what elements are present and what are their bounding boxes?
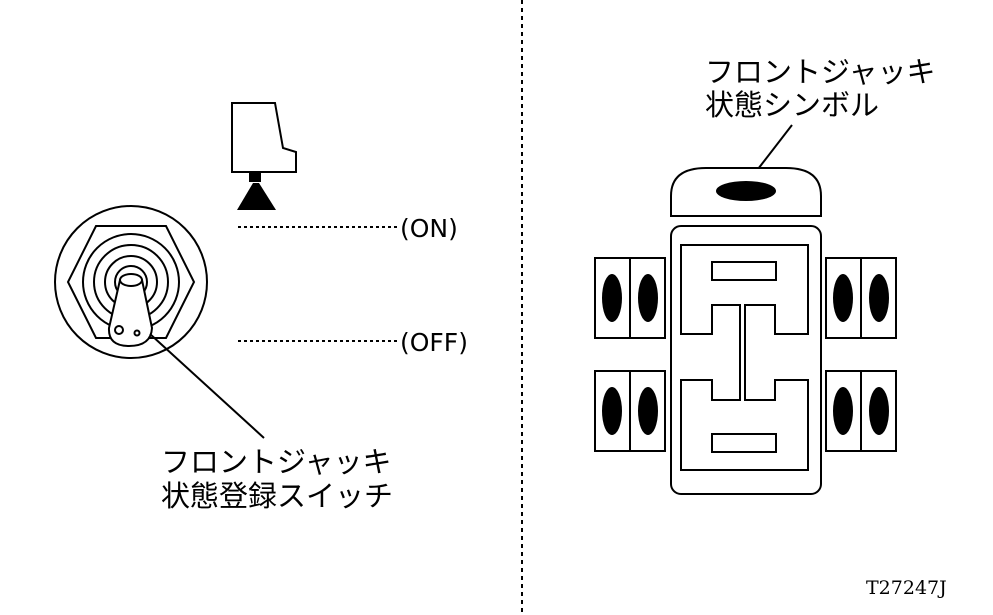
figure-reference: T27247J	[866, 577, 947, 599]
symbol-caption-line1: フロントジャッキ	[705, 55, 936, 89]
indicator-lamp	[716, 181, 776, 201]
jack-symbol-outline	[680, 244, 809, 471]
jack-symbol-panel	[594, 167, 897, 495]
right-pad-upper	[825, 257, 897, 339]
left-pad-lower	[594, 370, 666, 452]
switch-caption-leader	[149, 333, 265, 439]
toggle-lever	[107, 279, 154, 348]
off-label: (OFF)	[400, 328, 468, 357]
switch-caption-line1: フロントジャッキ	[161, 445, 392, 479]
front-jack-icon	[231, 102, 297, 210]
right-pad-lower	[825, 370, 897, 452]
left-pad-upper	[594, 257, 666, 339]
on-label: (ON)	[400, 214, 458, 243]
symbol-caption-line2: 状態シンボル	[705, 88, 879, 122]
switch-caption-line2: 状態登録スイッチ	[161, 479, 393, 513]
toggle-switch[interactable]	[54, 205, 208, 359]
